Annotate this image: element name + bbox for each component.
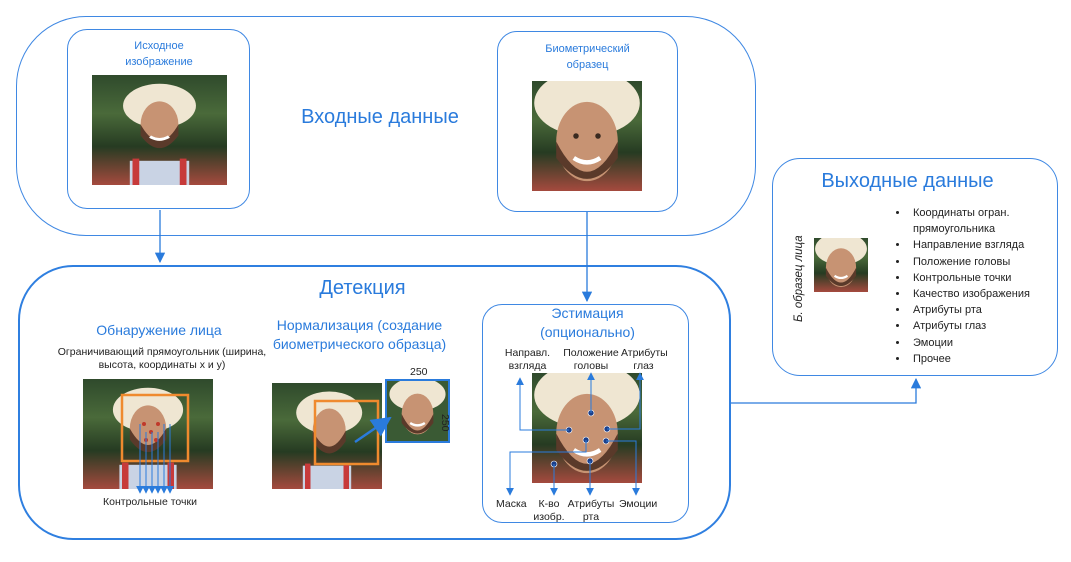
output-item: Эмоции (909, 335, 1053, 351)
normalization-title: Нормализация (создание биометрического о… (272, 317, 447, 352)
label-mouth-attributes: Атрибуты рта (567, 498, 615, 523)
bbox-caption: Ограничивающий прямоугольник (ширина, вы… (57, 346, 267, 371)
output-data-title: Выходные данные (821, 170, 994, 192)
normalized-sample-photo (385, 379, 450, 443)
normalized-width-label: 250 (410, 366, 428, 378)
label-eye-attributes: Атрибуты глаз (621, 347, 668, 372)
source-image-label: Исходное изображение (125, 40, 193, 68)
estimation-title: Эстимация (опционально) (540, 305, 635, 340)
arrow-detection-to-output (731, 377, 922, 404)
normalization-photo (272, 383, 382, 489)
output-face-thumbnail (814, 238, 868, 292)
landmarks-caption: Контрольные точки (103, 496, 197, 508)
output-item: Атрибуты рта (909, 302, 1053, 318)
source-photo (92, 75, 227, 185)
output-items-list: Координаты огран. прямоугольникаНаправле… (893, 205, 1053, 367)
label-image-count: К-во изобр. (533, 498, 565, 523)
output-item: Атрибуты глаз (909, 318, 1053, 334)
output-item: Направление взгляда (909, 237, 1053, 253)
detection-title: Детекция (319, 277, 406, 299)
face-detection-photo (83, 379, 213, 489)
label-gaze: Направл. взгляда (504, 347, 551, 372)
label-emotions: Эмоции (619, 498, 658, 510)
estimation-photo (532, 373, 642, 483)
face-detection-title: Обнаружение лица (96, 322, 222, 338)
output-item: Контрольные точки (909, 270, 1053, 286)
label-mask: Маска (496, 498, 527, 510)
label-head-pose: Положение головы (563, 347, 619, 372)
output-item: Качество изображения (909, 286, 1053, 302)
output-item: Прочее (909, 351, 1053, 367)
output-side-label: Б. образец лица (793, 235, 805, 322)
biometric-sample-photo (532, 81, 642, 191)
output-item: Положение головы (909, 254, 1053, 270)
normalized-height-label: 250 (439, 414, 451, 432)
output-item: Координаты огран. прямоугольника (909, 205, 1053, 237)
biometric-sample-label: Биометрический образец (545, 43, 630, 71)
input-data-title: Входные данные (301, 106, 459, 128)
